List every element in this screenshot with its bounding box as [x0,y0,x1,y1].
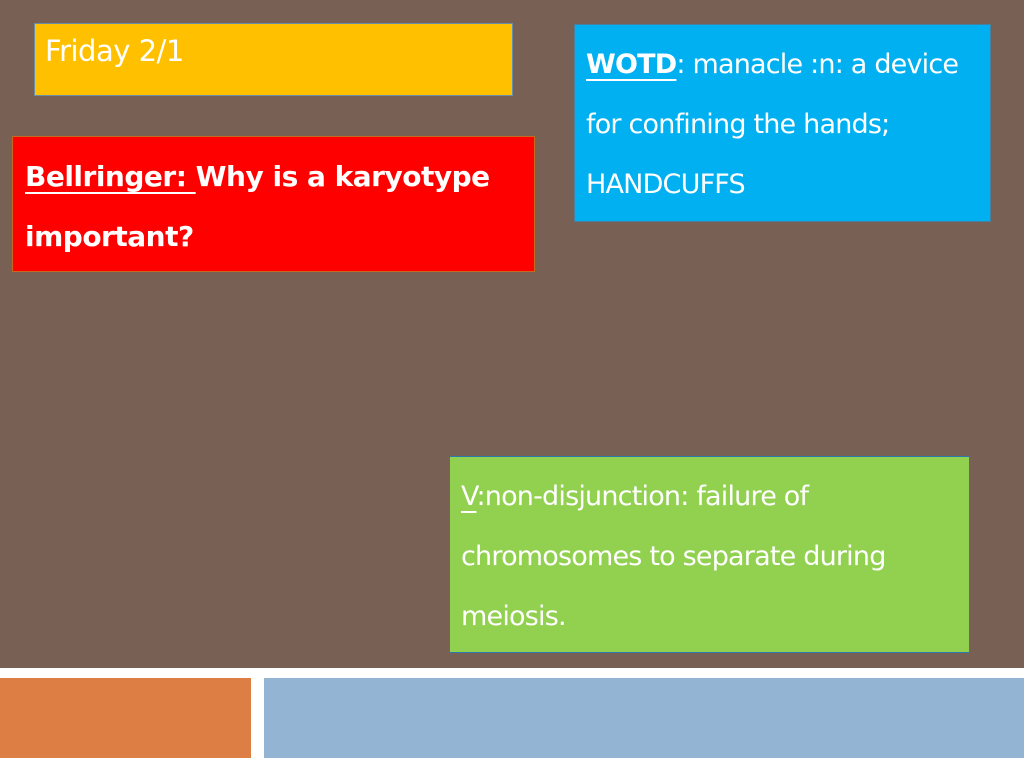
vocab-definition: :non-disjunction: failure of chromosomes… [461,481,886,632]
bellringer-question: Why is a karyotype important? [25,160,490,253]
bellringer-label: Bellringer: [25,160,196,193]
bellringer-box: Bellringer: Why is a karyotype important… [12,136,535,272]
slide-canvas: Friday 2/1 Bellringer: Why is a karyotyp… [0,0,1024,668]
wotd-label: WOTD [586,49,677,80]
date-text: Friday 2/1 [45,34,184,68]
footer-bar-blue [264,678,1024,758]
footer-bar-orange [0,678,251,758]
vocab-box: V:non-disjunction: failure of chromosome… [449,456,970,653]
vocab-label: V [461,481,477,512]
wotd-box: WOTD: manacle :n: a device for confining… [574,24,991,222]
wotd-definition: : manacle :n: a device for confining the… [586,49,959,200]
date-box: Friday 2/1 [34,23,513,96]
